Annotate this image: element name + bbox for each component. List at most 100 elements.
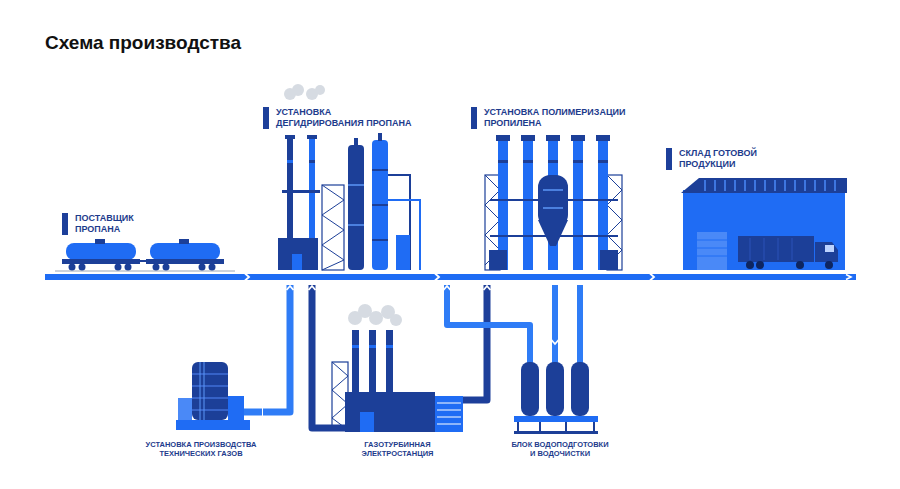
- facility-label: БЛОК ВОДОПОДГОТОВКИ И ВОДОЧИСТКИ: [507, 440, 613, 459]
- main-flow-bar-part: [846, 275, 851, 280]
- polymerization-plant-part: [571, 135, 585, 141]
- dehydrogenation-plant-part: [285, 135, 295, 139]
- dehydrogenation-plant-part: [315, 85, 325, 95]
- polymerization-plant-part: [543, 189, 563, 191]
- warehouse-part: [683, 190, 845, 270]
- dehydrogenation-plant-part: [378, 133, 382, 141]
- gas-turbine-plant-part: [352, 330, 359, 395]
- warehouse-part: [825, 261, 833, 269]
- polymerization-plant-part: [523, 160, 533, 163]
- polymerization-plant: [485, 135, 622, 270]
- gas-turbine-plant-part: [463, 397, 475, 404]
- water-treatment-unit-part: [521, 362, 539, 416]
- technical-gas-unit-part: [228, 396, 244, 420]
- diagram-title: Схема производства: [45, 32, 241, 54]
- warehouse-part: [815, 242, 838, 262]
- polymerization-plant-part: [598, 160, 608, 163]
- flow-pipe: [238, 274, 250, 280]
- label-marker: [471, 107, 477, 129]
- polymerization-plant-part: [538, 175, 568, 227]
- polymerization-plant-part: [573, 160, 583, 163]
- dehydrogenation-plant-part: [322, 185, 344, 270]
- technical-gas-unit: [176, 362, 262, 430]
- gas-turbine-plant-part: [369, 311, 383, 325]
- dehydrogenation-area: УСТАНОВКА ДЕГИДРИРОВАНИЯ ПРОПАНА: [250, 95, 431, 285]
- tank-wagon-part: [146, 259, 224, 264]
- facility-label: УСТАНОВКА ПОЛИМЕРИЗАЦИИ ПРОПИЛЕНА: [484, 107, 642, 130]
- tank-wagon-part: [199, 264, 206, 271]
- tank-wagon-part: [69, 264, 76, 271]
- dehydrogenation-plant-part: [348, 224, 364, 226]
- polymerization-plant-part: [496, 135, 510, 141]
- connector-group: [238, 277, 655, 428]
- facility-label: СКЛАД ГОТОВОЙ ПРОДУКЦИИ: [679, 148, 784, 171]
- tank-wagon-part: [125, 264, 132, 271]
- water-treatment-unit: [514, 345, 598, 434]
- polymerization-plant-part: [521, 135, 535, 141]
- tank-wagon: [55, 239, 235, 271]
- polymerization-plant-part: [498, 160, 508, 163]
- warehouse-part: [705, 180, 835, 191]
- dehydrogenation-plant-part: [322, 185, 344, 270]
- water-treatment-unit-part: [514, 431, 598, 434]
- water-treatment-unit-part: [546, 362, 564, 416]
- water-treatment-unit-part: [552, 345, 558, 363]
- water-treatment-unit-part: [571, 362, 589, 416]
- polymerization-plant-part: [543, 207, 563, 209]
- warehouse-part: [738, 236, 814, 262]
- dehydrogenation-plant-part: [396, 235, 410, 270]
- facility-label: ГАЗОТУРБИННАЯ ЭЛЕКТРОСТАНЦИЯ: [343, 440, 453, 459]
- warehouse-part: [750, 238, 792, 260]
- label-marker: [666, 148, 672, 170]
- tank-wagon-part: [140, 260, 146, 262]
- gas-unit-area: УСТАНОВКА ПРОИЗВОДСТВА ТЕХНИЧЕСКИХ ГАЗОВ: [139, 350, 263, 468]
- water-unit-area: БЛОК ВОДОПОДГОТОВКИ И ВОДОЧИСТКИ: [504, 345, 616, 468]
- technical-gas-unit-part: [244, 409, 262, 416]
- polymerization-plant-part: [600, 250, 618, 270]
- polymerization-plant-part: [523, 140, 533, 270]
- flow-pipe: [552, 285, 558, 345]
- flow-pipe: [263, 285, 290, 412]
- technical-gas-unit-part: [192, 374, 228, 410]
- main-flow-bar-part: [45, 274, 856, 280]
- water-treatment-unit-part: [514, 416, 598, 422]
- label-marker: [263, 107, 269, 129]
- tank-wagon-part: [150, 243, 220, 260]
- warehouse-part: [746, 261, 754, 269]
- dehydrogenation-plant-part: [372, 140, 388, 270]
- tank-wagon-part: [163, 264, 170, 271]
- water-treatment-unit-part: [527, 345, 533, 363]
- tank-wagon-part: [95, 239, 105, 244]
- dehydrogenation-plant-part: [282, 190, 320, 193]
- dehydrogenation-plant-part: [372, 204, 388, 206]
- facility-label: УСТАНОВКА ДЕГИДРИРОВАНИЯ ПРОПАНА: [276, 107, 428, 130]
- gas-turbine-plant-part: [352, 345, 359, 348]
- power-plant-area: ГАЗОТУРБИННАЯ ЭЛЕКТРОСТАНЦИЯ: [320, 300, 475, 468]
- dehydrogenation-plant-part: [354, 138, 358, 146]
- facility-label: УСТАНОВКА ПРОИЗВОДСТВА ТЕХНИЧЕСКИХ ГАЗОВ: [142, 440, 260, 459]
- polymerization-plant-part: [573, 140, 583, 270]
- gas-turbine-plant-part: [386, 330, 393, 395]
- tank-wagon-part: [62, 259, 140, 264]
- flow-pipe: [431, 274, 440, 280]
- flow-pipe: [577, 285, 583, 345]
- warehouse: [681, 178, 847, 270]
- gas-turbine-plant-part: [435, 396, 463, 432]
- dehydrogenation-plant-part: [309, 160, 315, 163]
- flow-pipe: [645, 274, 655, 280]
- gas-turbine-plant-part: [437, 403, 461, 424]
- polymerization-plant-part: [538, 220, 568, 246]
- main-flow-bar: [45, 274, 856, 280]
- gas-turbine-plant-part: [369, 330, 376, 395]
- dehydrogenation-plant-part: [292, 84, 304, 96]
- tank-wagon-part: [79, 264, 86, 271]
- flow-pipe: [475, 285, 487, 400]
- tank-wagon-part: [153, 264, 160, 271]
- dehydrogenation-plant-part: [348, 145, 364, 270]
- gas-turbine-plant-part: [320, 425, 345, 432]
- warehouse-part: [697, 232, 727, 270]
- dehydrogenation-plant-part: [292, 254, 302, 270]
- technical-gas-unit-part: [192, 362, 228, 420]
